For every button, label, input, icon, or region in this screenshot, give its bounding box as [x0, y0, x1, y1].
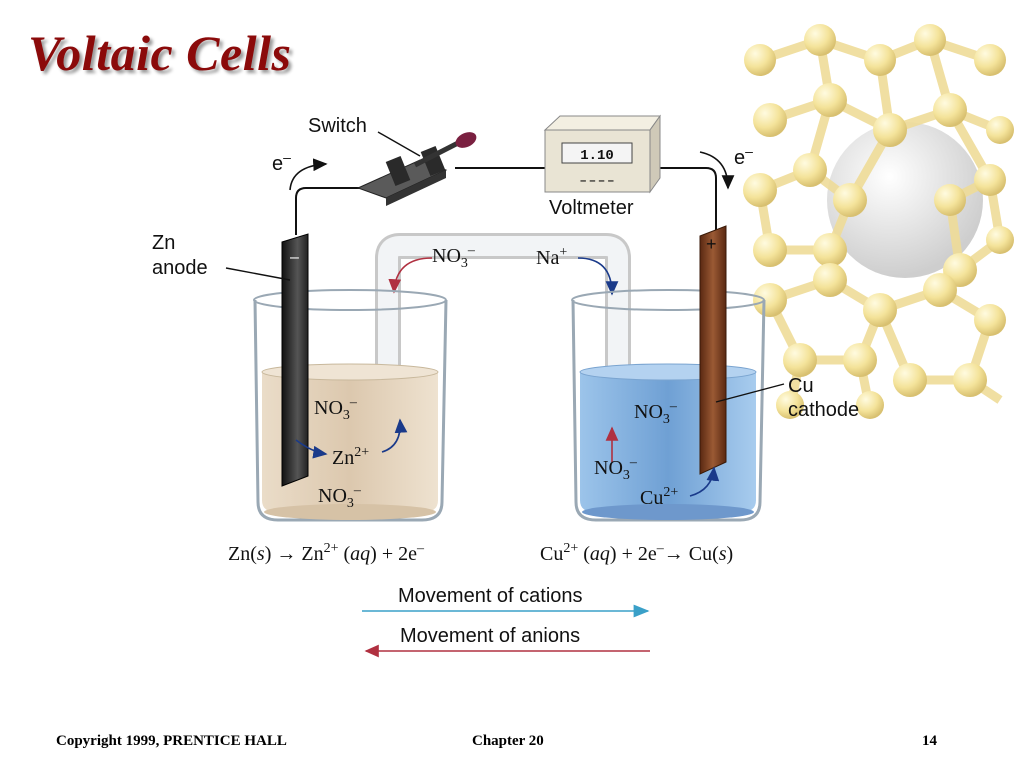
- slide-title: Voltaic Cells: [28, 25, 292, 81]
- copper-electrode: [699, 225, 727, 475]
- voltmeter-dashes: – – – –: [580, 175, 614, 187]
- cathode-half-reaction: Cu2+ (aq) + 2e–→ Cu(s): [540, 541, 733, 565]
- footer-page-number: 14: [922, 733, 937, 749]
- buckyball-decoration: [743, 22, 1014, 420]
- anode-sign: –: [290, 249, 299, 266]
- voltmeter-reading: 1.10: [580, 148, 614, 164]
- bridge-nitrate-label: NO3–: [432, 243, 476, 271]
- copper-ion-arrow: [689, 466, 720, 497]
- electron-arrow-right: [699, 151, 735, 190]
- footer-chapter: Chapter 20: [472, 733, 544, 749]
- anode-half-reaction: Zn(s) → Zn2+ (aq) + 2e–: [228, 541, 425, 565]
- anion-flow-arrow-bridge: [388, 257, 433, 294]
- cathode-nitrate-top: NO3–: [634, 399, 678, 427]
- anode-word-label: anode: [152, 257, 208, 279]
- anode-pointer: [225, 267, 291, 281]
- zinc-ion-arrow: [295, 439, 328, 459]
- voltmeter-label: Voltmeter: [549, 197, 634, 219]
- electron-label-left: e–: [272, 149, 291, 175]
- cathode-nitrate-mid: NO3–: [594, 455, 638, 483]
- voltmeter-icon: [543, 114, 661, 194]
- cation-flow-arrow-bridge: [577, 257, 619, 296]
- anode-metal-label: Zn: [152, 232, 175, 254]
- electron-arrow-left: [289, 158, 328, 191]
- footer-copyright: Copyright 1999, PRENTICE HALL: [56, 733, 287, 749]
- switch-label: Switch: [308, 115, 367, 137]
- cathode-sign: +: [706, 234, 717, 254]
- switch-icon: [356, 132, 477, 206]
- cation-movement-label: Movement of cations: [398, 585, 583, 607]
- cathode-word-label: cathode: [788, 399, 859, 421]
- cathode-metal-label: Cu: [788, 375, 814, 397]
- switch-pointer: [377, 131, 421, 157]
- external-circuit-wire: [295, 167, 717, 235]
- anion-movement-label: Movement of anions: [400, 625, 580, 647]
- cathode-copper-ion: Cu2+: [640, 485, 678, 509]
- anode-nitrate-top: NO3–: [314, 395, 358, 423]
- zinc-electrode: [281, 233, 309, 487]
- anode-nitrate-bottom: NO3–: [318, 483, 362, 511]
- anode-zinc-ion: Zn2+: [332, 445, 369, 469]
- electron-label-right: e–: [734, 143, 753, 169]
- zinc-ion-bridge-arrow: [381, 418, 408, 453]
- cathode-pointer: [715, 383, 785, 403]
- bridge-sodium-label: Na+: [536, 245, 567, 269]
